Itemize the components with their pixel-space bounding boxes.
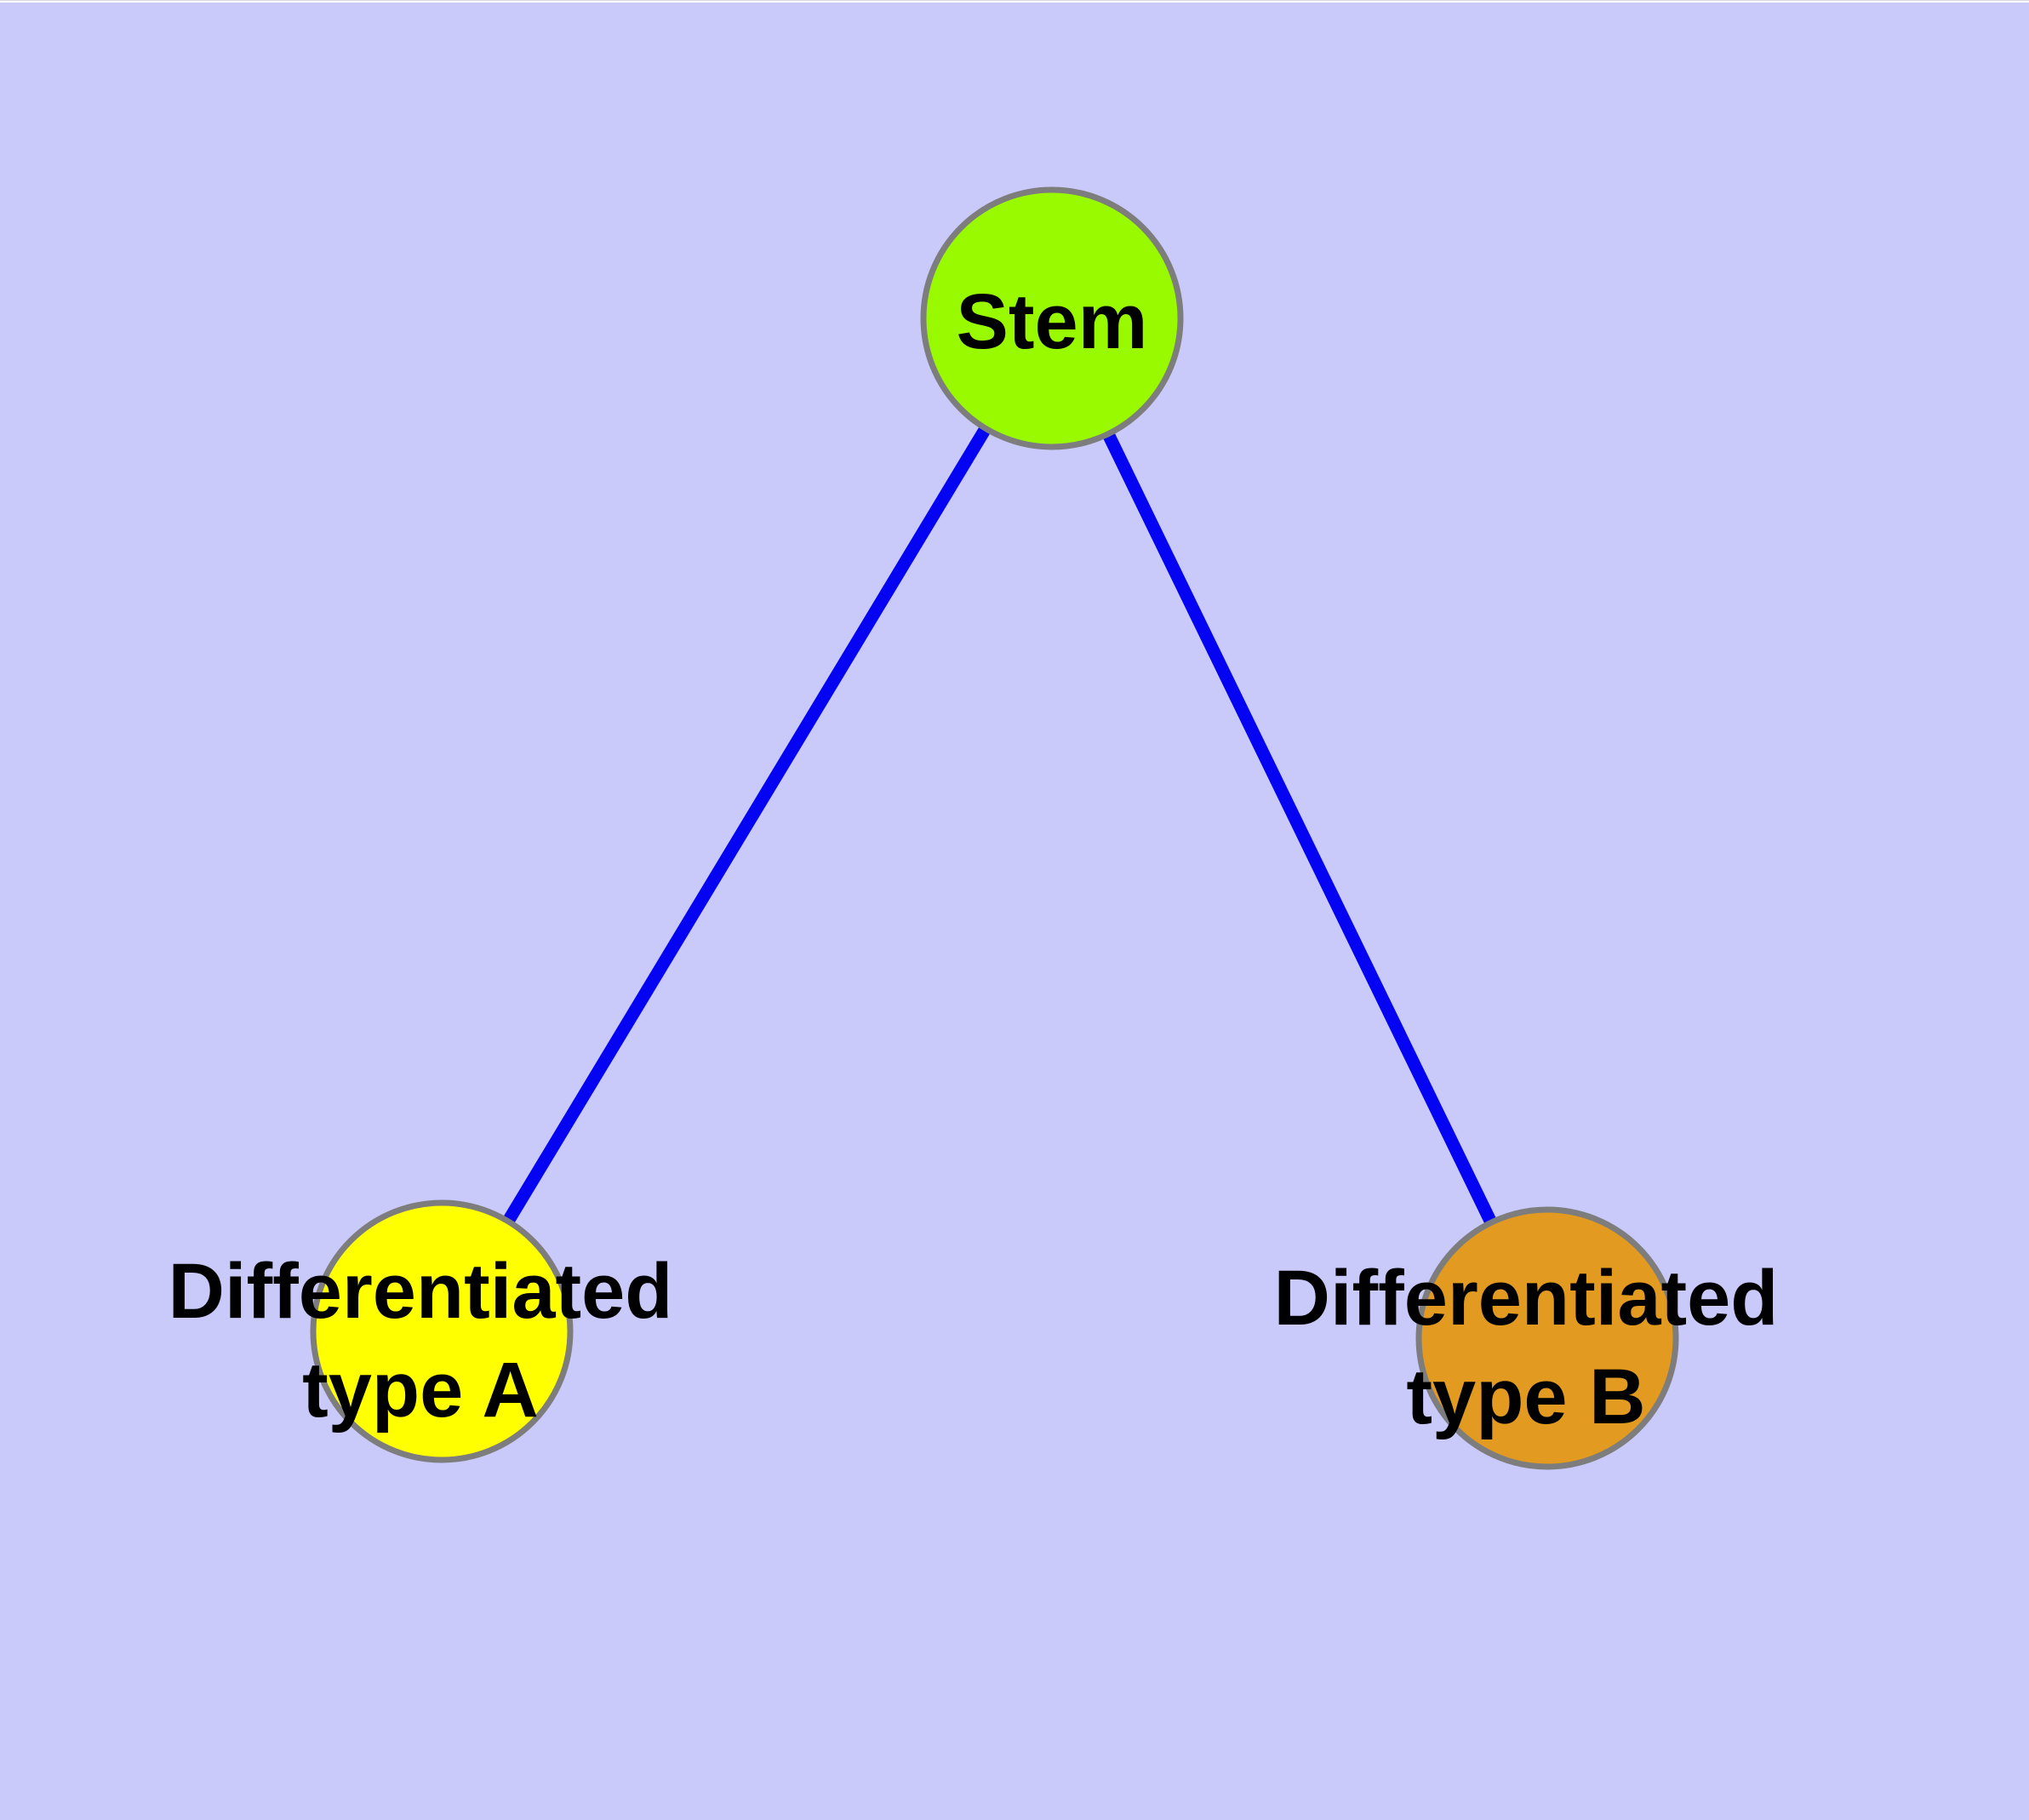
node-type-b-circle	[1415, 1206, 1679, 1470]
node-type-a-label-line-1: Differentiated	[169, 1248, 673, 1335]
node-type-a-label: Differentiated type A	[169, 1248, 673, 1434]
node-stem-circle	[920, 186, 1184, 450]
top-edge-strip	[0, 1, 2029, 3]
node-type-a-circle	[310, 1199, 574, 1463]
node-stem-label-line-1: Stem	[957, 278, 1148, 365]
node-type-b-label-line-1: Differentiated	[1274, 1255, 1779, 1342]
edge-stem-type-b	[1046, 315, 1553, 1342]
edges-layer	[436, 315, 1553, 1342]
edge-stem-type-a	[436, 315, 1058, 1335]
node-type-a-label-line-2: type A	[302, 1347, 539, 1434]
node-stem-label: Stem	[957, 278, 1148, 365]
node-type-b-label-line-2: type B	[1406, 1354, 1645, 1440]
nodes-layer	[310, 186, 1679, 1470]
node-type-b-label: Differentiated type B	[1274, 1255, 1779, 1440]
top-edge-line	[0, 0, 2029, 1]
